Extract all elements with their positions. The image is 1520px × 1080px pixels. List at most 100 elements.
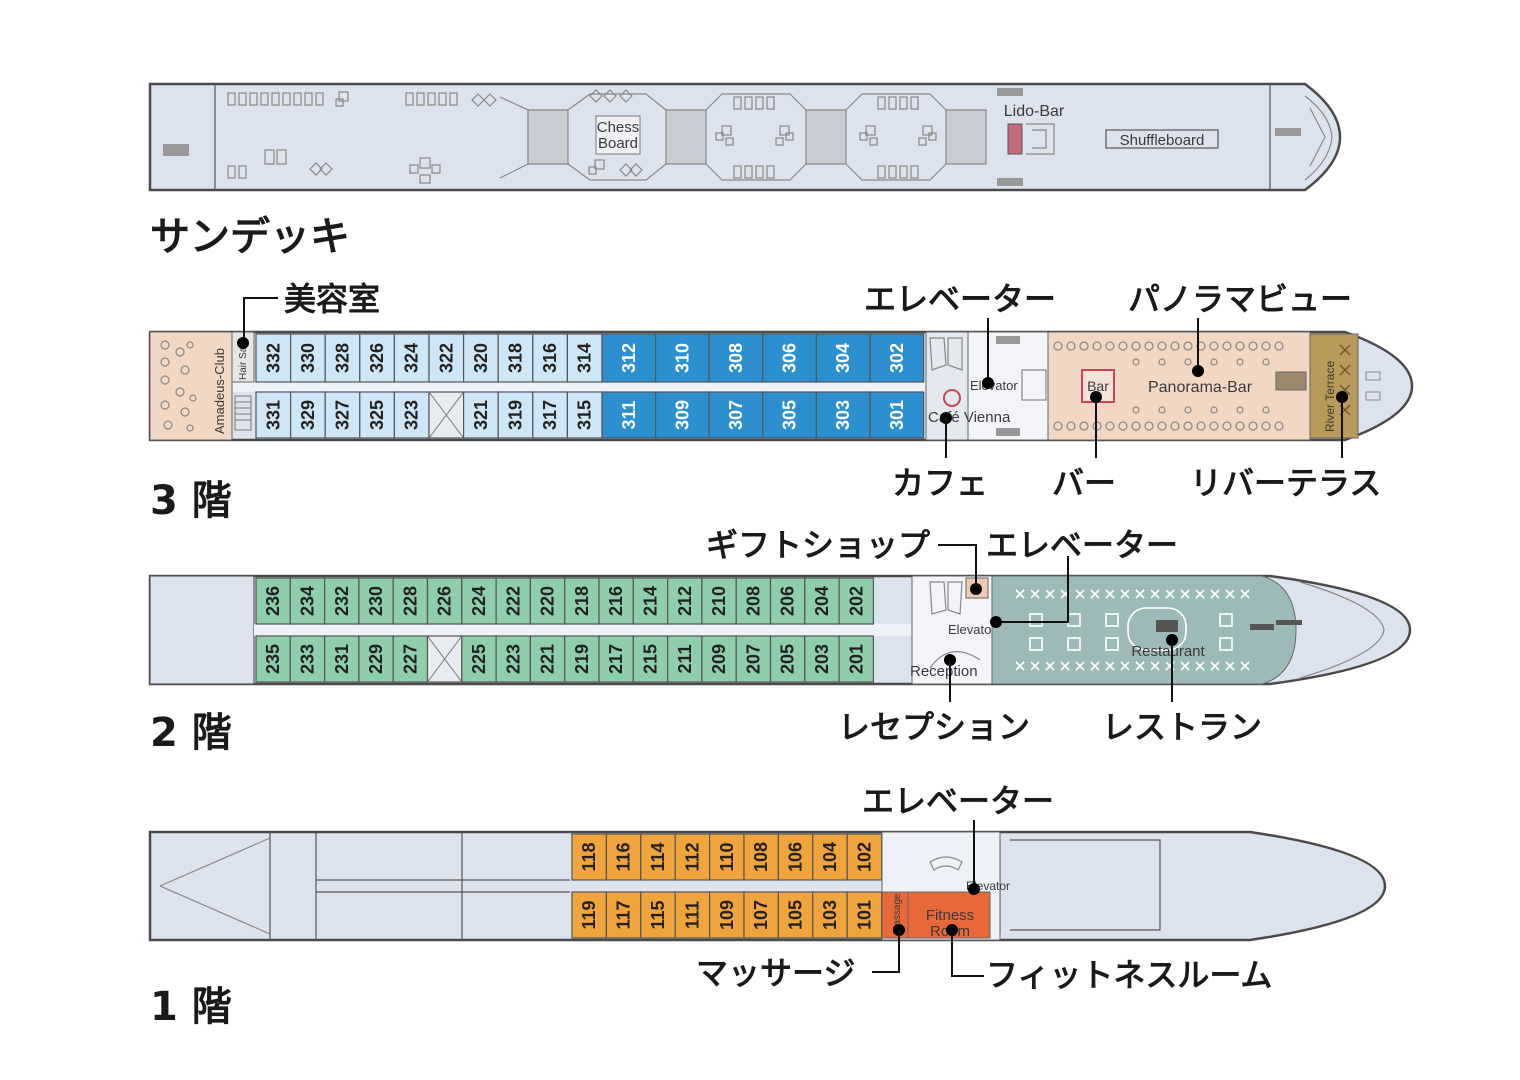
cabin-number-107: 107	[751, 900, 771, 930]
deck2-elevator-label: Elevator	[948, 622, 996, 637]
cabin-202	[838, 577, 874, 625]
dining-table	[1120, 589, 1130, 599]
cabin-number-324: 324	[402, 343, 422, 373]
cabin-number-221: 221	[538, 644, 558, 674]
cabin-number-321: 321	[471, 400, 491, 430]
lounge-seat	[1222, 341, 1232, 351]
cabin-204	[804, 577, 840, 625]
dining-table	[1135, 661, 1145, 671]
cabin-310	[654, 333, 710, 383]
cabin-number-307: 307	[726, 400, 746, 430]
lounge-seat	[1170, 341, 1180, 351]
cabin-number-304: 304	[833, 343, 853, 373]
callout-bar: バー	[1052, 464, 1116, 502]
cabin-219	[564, 635, 600, 683]
dining-table	[1029, 637, 1043, 651]
callout-massage: マッサージ	[696, 954, 855, 992]
callout-beauty-salon: 美容室	[284, 280, 380, 318]
dining-table	[1180, 589, 1190, 599]
sun-deck-title: サンデッキ	[150, 214, 350, 260]
cabin-number-110: 110	[717, 842, 737, 871]
cabin-number-302: 302	[887, 343, 907, 373]
dining-table	[1105, 589, 1115, 599]
deck3-callouts: 美容室 エレベーター パノラマビュー カフェ バー リバーテラス	[237, 280, 1381, 502]
cabin-number-102: 102	[854, 842, 874, 872]
cabin-number-106: 106	[786, 842, 806, 872]
fitness-label: Fitness	[926, 907, 974, 924]
sun-deck: Chess Board Lido-Bar Shuffleboard	[148, 82, 1342, 192]
cabin-number-330: 330	[298, 343, 318, 373]
lounge-seat	[1184, 358, 1192, 366]
cabin-323	[393, 391, 430, 439]
lounge-seat	[1132, 358, 1140, 366]
cabin-number-105: 105	[786, 900, 806, 930]
cabin-102	[846, 833, 883, 881]
lounge-seat	[1262, 358, 1270, 366]
lounge-seat	[1157, 341, 1167, 351]
cabin-number-320: 320	[471, 343, 491, 373]
lounge-seat	[1183, 341, 1193, 351]
massage-label: Massage	[892, 893, 903, 934]
dining-table	[1060, 661, 1070, 671]
dining-table	[1150, 661, 1160, 671]
cabin-number-216: 216	[606, 586, 626, 616]
dining-table	[1195, 661, 1205, 671]
cabin-218	[564, 577, 600, 625]
deck1-hull	[148, 830, 1387, 942]
cabin-number-208: 208	[743, 586, 763, 616]
lounge-seat	[1262, 406, 1270, 414]
lounge-seat	[1184, 406, 1192, 414]
cabin-number-117: 117	[614, 900, 634, 929]
cabin-number-329: 329	[298, 400, 318, 430]
cabin-number-219: 219	[572, 644, 592, 674]
lounge-seat	[1066, 421, 1076, 431]
callout-deck2-elevator: エレベーター	[986, 526, 1178, 564]
board-label: Board	[598, 135, 638, 152]
chess-label: Chess	[597, 119, 640, 136]
cabin-number-118: 118	[579, 842, 599, 871]
dining-table	[1135, 589, 1145, 599]
cabin-number-214: 214	[640, 586, 660, 616]
dining-table	[1090, 589, 1100, 599]
cabin-number-218: 218	[572, 586, 592, 616]
cabin-number-111: 111	[682, 901, 702, 929]
lounge-seat	[1132, 406, 1140, 414]
cabin-number-112: 112	[682, 842, 702, 871]
lounge-seat	[1236, 358, 1244, 366]
cabin-332	[255, 333, 292, 383]
cabin-number-322: 322	[436, 343, 456, 373]
cabin-106	[777, 833, 814, 881]
deck1-title: 1 階	[150, 984, 232, 1030]
cabin-305	[762, 391, 817, 439]
dining-table	[1210, 589, 1220, 599]
cabin-number-210: 210	[709, 586, 729, 616]
cabin-316	[532, 333, 568, 383]
lounge-seat	[1118, 341, 1128, 351]
cabin-number-325: 325	[367, 400, 387, 430]
sun-loungers	[227, 92, 919, 179]
cabin-number-236: 236	[263, 586, 283, 616]
sun-deck-hull	[148, 82, 1342, 192]
callout-deck3-elevator: エレベーター	[864, 280, 1056, 318]
cabin-117	[605, 891, 642, 939]
deck2-callouts: ギフトショップ エレベーター レセプション レストラン	[706, 526, 1262, 746]
cabin-304	[815, 333, 871, 383]
cabin-number-209: 209	[709, 644, 729, 674]
amadeus-club-label: Amadeus-Club	[212, 348, 227, 434]
callout-restaurant: レストラン	[1102, 708, 1262, 746]
cabin-number-306: 306	[780, 343, 800, 373]
cabin-number-309: 309	[672, 400, 692, 430]
lounge-seat	[1236, 406, 1244, 414]
cabin-number-215: 215	[640, 644, 660, 674]
cabin-307	[708, 391, 764, 439]
callout-deck1-elevator: エレベーター	[862, 782, 1054, 820]
cabin-number-226: 226	[435, 586, 455, 616]
shuffleboard-box	[1105, 129, 1219, 149]
cabin-321	[463, 391, 499, 439]
lounge-seat	[1157, 421, 1167, 431]
lounge-seat	[1222, 421, 1232, 431]
callout-panorama: パノラマビュー	[1128, 280, 1352, 318]
